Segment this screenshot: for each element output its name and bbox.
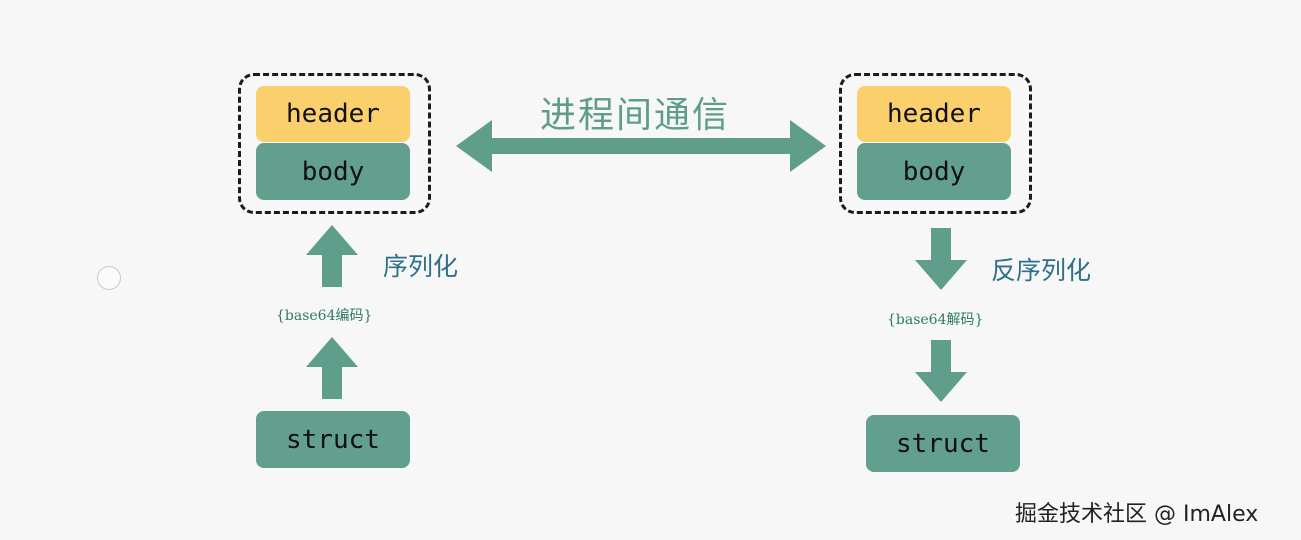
watermark-text: 掘金技术社区 @ ImAlex [1015, 502, 1259, 527]
left-struct-block: struct [256, 411, 410, 468]
serialize-label: 序列化 [383, 252, 459, 281]
double-arrow-shape [456, 120, 826, 172]
ipc-title: 进程间通信 [540, 95, 731, 136]
right-lower-down-arrow [915, 340, 967, 402]
left-message-container [238, 73, 431, 214]
right-struct-block: struct [866, 415, 1020, 472]
left-upper-up-arrow [306, 225, 358, 287]
deserialize-label: 反序列化 [991, 256, 1092, 285]
base64-decode-label: {base64解码} [887, 312, 984, 328]
bidirectional-arrow [456, 120, 826, 172]
left-header-block: header [256, 86, 410, 142]
right-message-container [839, 73, 1032, 214]
right-body-block: body [857, 143, 1011, 200]
left-body-block: body [256, 143, 410, 200]
left-lower-up-arrow [306, 337, 358, 399]
base64-encode-label: {base64编码} [276, 308, 373, 324]
right-upper-down-arrow [915, 228, 967, 290]
radio-circle [97, 266, 121, 290]
right-header-block: header [857, 86, 1011, 142]
